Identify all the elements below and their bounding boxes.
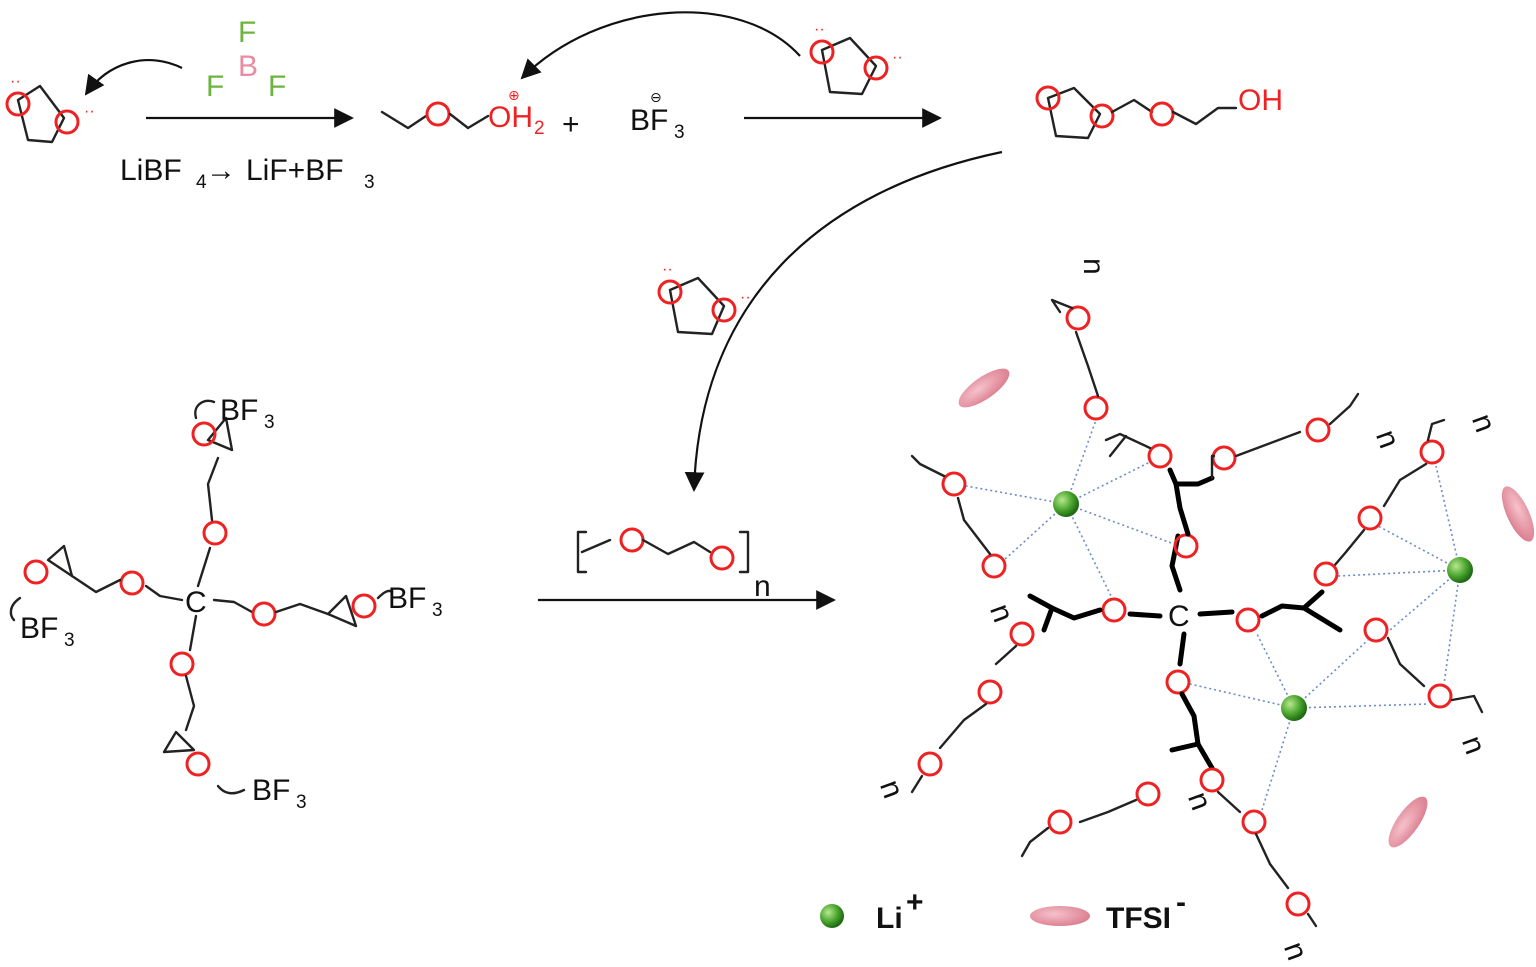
svg-text:3: 3 [296,792,307,813]
lithium-ion [1053,491,1079,517]
oxonium-intermediate: OH 2 ⊕ + [380,87,580,141]
tfsi-anion [958,368,1010,408]
lif-bf3-label: LiF+BF [246,154,344,187]
curved-arrow-3 [684,150,1003,492]
tetra-epoxide-initiator: C BF 3 BF 3 BF 3 BF 3 [9,394,443,813]
svg-text:⊕: ⊕ [508,87,520,103]
fluorine-label: F [206,70,224,103]
svg-text:··: ·· [814,21,825,38]
plus-sign: + [562,108,580,141]
dioxolane-molecule-3: ·· ·· [657,261,751,336]
svg-text:3: 3 [674,122,685,143]
libf4-label: LiBF [120,154,182,187]
svg-text:··: ·· [10,73,21,90]
svg-text:··: ·· [892,49,903,66]
svg-text:+: + [906,886,924,919]
central-carbon-label: C [185,586,207,619]
star-core-carbon-label: C [1168,600,1190,633]
svg-text:n: n [1455,732,1492,759]
bf3-label-left: BF [20,612,58,645]
svg-text:n: n [1277,938,1314,965]
repeat-n-label: n [754,570,771,603]
svg-text:3: 3 [364,172,375,193]
svg-text:n: n [1465,410,1502,437]
fluorine-label: F [238,16,256,49]
bf3-anion-label: BF [630,104,668,137]
svg-text:n: n [1369,426,1406,453]
svg-text:n: n [873,776,910,803]
legend-tfsi-swatch [1030,906,1090,926]
svg-text:-: - [1176,886,1186,919]
boron-label: B [238,50,258,83]
bf3-molecule-top: F B F F [206,16,286,103]
svg-text:4: 4 [196,172,207,193]
svg-text:3: 3 [64,630,75,651]
fluorine-label: F [268,70,286,103]
li-coordination-lines [965,419,1461,811]
hydroxyl-label: OH [1238,84,1283,117]
svg-text:3: 3 [264,412,275,433]
legend: Li + TFSI - [820,886,1186,935]
curved-arrow-1 [84,59,183,96]
svg-text:3: 3 [432,600,443,621]
curved-arrow-2 [520,11,801,80]
svg-text:n: n [1077,258,1110,275]
tfsi-anion [1501,486,1535,542]
dioxolane-molecule-2: ·· ·· [809,21,903,96]
peo-repeat-unit: n [576,527,771,603]
legend-tfsi-label: TFSI [1106,902,1171,935]
bf3-label-up: BF [220,394,258,427]
side-reaction-label: LiBF 4 → LiF+BF 3 [120,154,375,193]
legend-li-label: Li [876,902,903,935]
oh2-label: OH [488,101,533,134]
ring-opened-dimer: OH [1035,84,1283,140]
svg-text:n: n [1181,788,1218,815]
tfsi-anion [1388,796,1428,848]
svg-text:··: ·· [84,103,95,120]
lithium-ion [1281,695,1307,721]
dioxolane-molecule-1: ·· ·· [5,73,95,144]
svg-text:··: ·· [740,289,751,306]
svg-text:··: ·· [662,261,673,278]
bf3-label-right: BF [388,582,426,615]
bf3-anion: BF 3 ⊖ [630,89,685,143]
svg-text:n: n [983,600,1020,627]
lithium-ion [1447,557,1473,583]
bf3-label-down: BF [252,774,290,807]
svg-text:⊖: ⊖ [650,89,662,105]
legend-li-swatch [820,904,844,928]
svg-text:→: → [206,154,236,187]
svg-text:2: 2 [534,118,545,139]
star-polymer-electrolyte: C n n [873,258,1535,965]
